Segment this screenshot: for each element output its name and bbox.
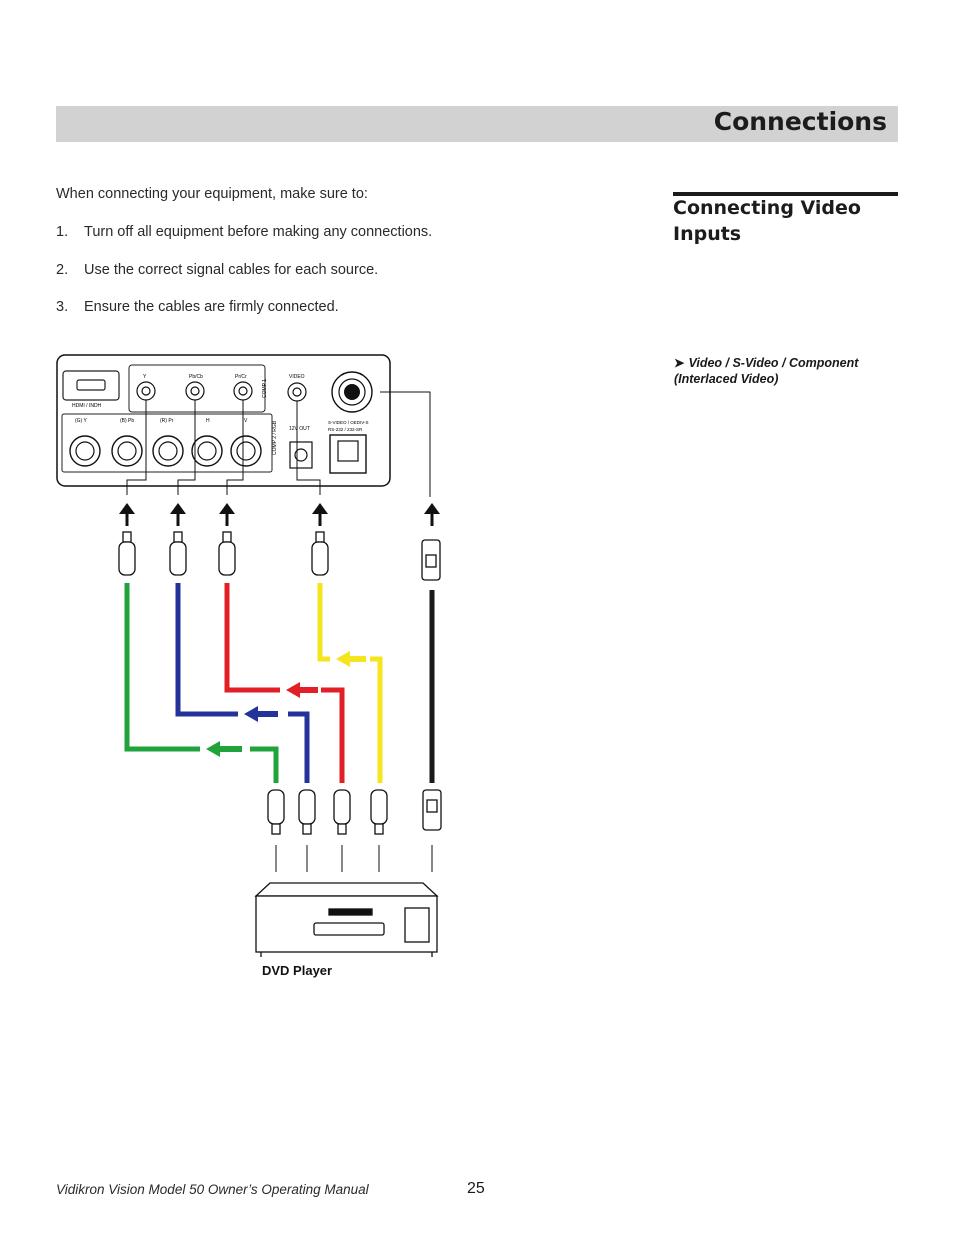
dvd-leader-lines xyxy=(275,845,433,872)
section-rule xyxy=(673,192,898,196)
page-number: 25 xyxy=(467,1180,485,1197)
step-number: 2. xyxy=(56,262,69,278)
hdmi-port xyxy=(62,370,120,401)
dvd-player xyxy=(254,882,439,957)
video-label: VIDEO xyxy=(289,374,305,380)
comp2-group xyxy=(61,413,273,473)
gy-label: (G) Y xyxy=(75,418,88,424)
twelve-volt-label: 12V OUT xyxy=(289,426,310,432)
section-heading: Connecting Video Inputs xyxy=(673,197,861,245)
footer-manual-title: Vidikron Vision Model 50 Owner’s Operati… xyxy=(56,1182,369,1197)
comp1-group xyxy=(128,364,266,413)
step-text: Turn off all equipment before making any… xyxy=(84,224,433,240)
figure-caption-text: Video / S-Video / Component (Interlaced … xyxy=(674,356,859,386)
leader-lines xyxy=(126,391,431,497)
svideo-port xyxy=(331,371,373,413)
projector-rear-panel: HDMI / INDH Y Pb/Cb Pr/Cr COMP 1 VIDEO S… xyxy=(56,354,391,487)
h-label: H xyxy=(206,418,210,424)
pointer-arrow-icon: ➤ xyxy=(674,356,685,370)
green-cable xyxy=(124,583,279,783)
red-cable xyxy=(224,583,345,783)
rpr-label: (R) Pr xyxy=(160,418,174,424)
comp2-label: COMP 2 / RGB xyxy=(272,420,278,455)
v-label: V xyxy=(244,418,248,424)
step-text: Ensure the cables are firmly connected. xyxy=(84,299,339,315)
direction-arrows xyxy=(206,651,366,757)
pr-label: Pr/Cr xyxy=(235,374,247,380)
bnc-gy-jack xyxy=(69,435,101,467)
rs232-label: RS-232 / 232-SR xyxy=(328,427,363,432)
rs232-port xyxy=(329,434,367,474)
svideo-label: S-VIDEO / OEDIV-S xyxy=(328,420,369,425)
y-label: Y xyxy=(143,374,147,380)
step-text: Use the correct signal cables for each s… xyxy=(84,262,379,278)
bpb-label: (B) Pb xyxy=(120,418,134,424)
blue-cable xyxy=(175,583,310,783)
top-rca-plugs xyxy=(118,531,441,581)
bottom-rca-plugs xyxy=(267,789,442,835)
figure-caption: ➤Video / S-Video / Component (Interlaced… xyxy=(674,355,898,387)
step-number: 1. xyxy=(56,224,69,240)
bnc-h-jack xyxy=(191,435,223,467)
page-title: Connections xyxy=(713,107,887,136)
pb-label: Pb/Cb xyxy=(189,374,203,380)
intro-text: When connecting your equipment, make sur… xyxy=(56,186,368,202)
cable-runs xyxy=(124,583,435,783)
bnc-bpb-jack xyxy=(111,435,143,467)
dvd-player-label: DVD Player xyxy=(262,963,333,978)
bnc-v-jack xyxy=(230,435,262,467)
upward-arrows xyxy=(119,503,440,526)
step-number: 3. xyxy=(56,299,69,315)
twelve-volt-port xyxy=(289,441,313,469)
bnc-rpr-jack xyxy=(152,435,184,467)
comp1-label: COMP 1 xyxy=(262,379,268,398)
title-bar: Connections xyxy=(56,106,898,142)
hdmi-label: HDMI / INDH xyxy=(72,403,102,409)
yellow-cable xyxy=(317,583,383,783)
